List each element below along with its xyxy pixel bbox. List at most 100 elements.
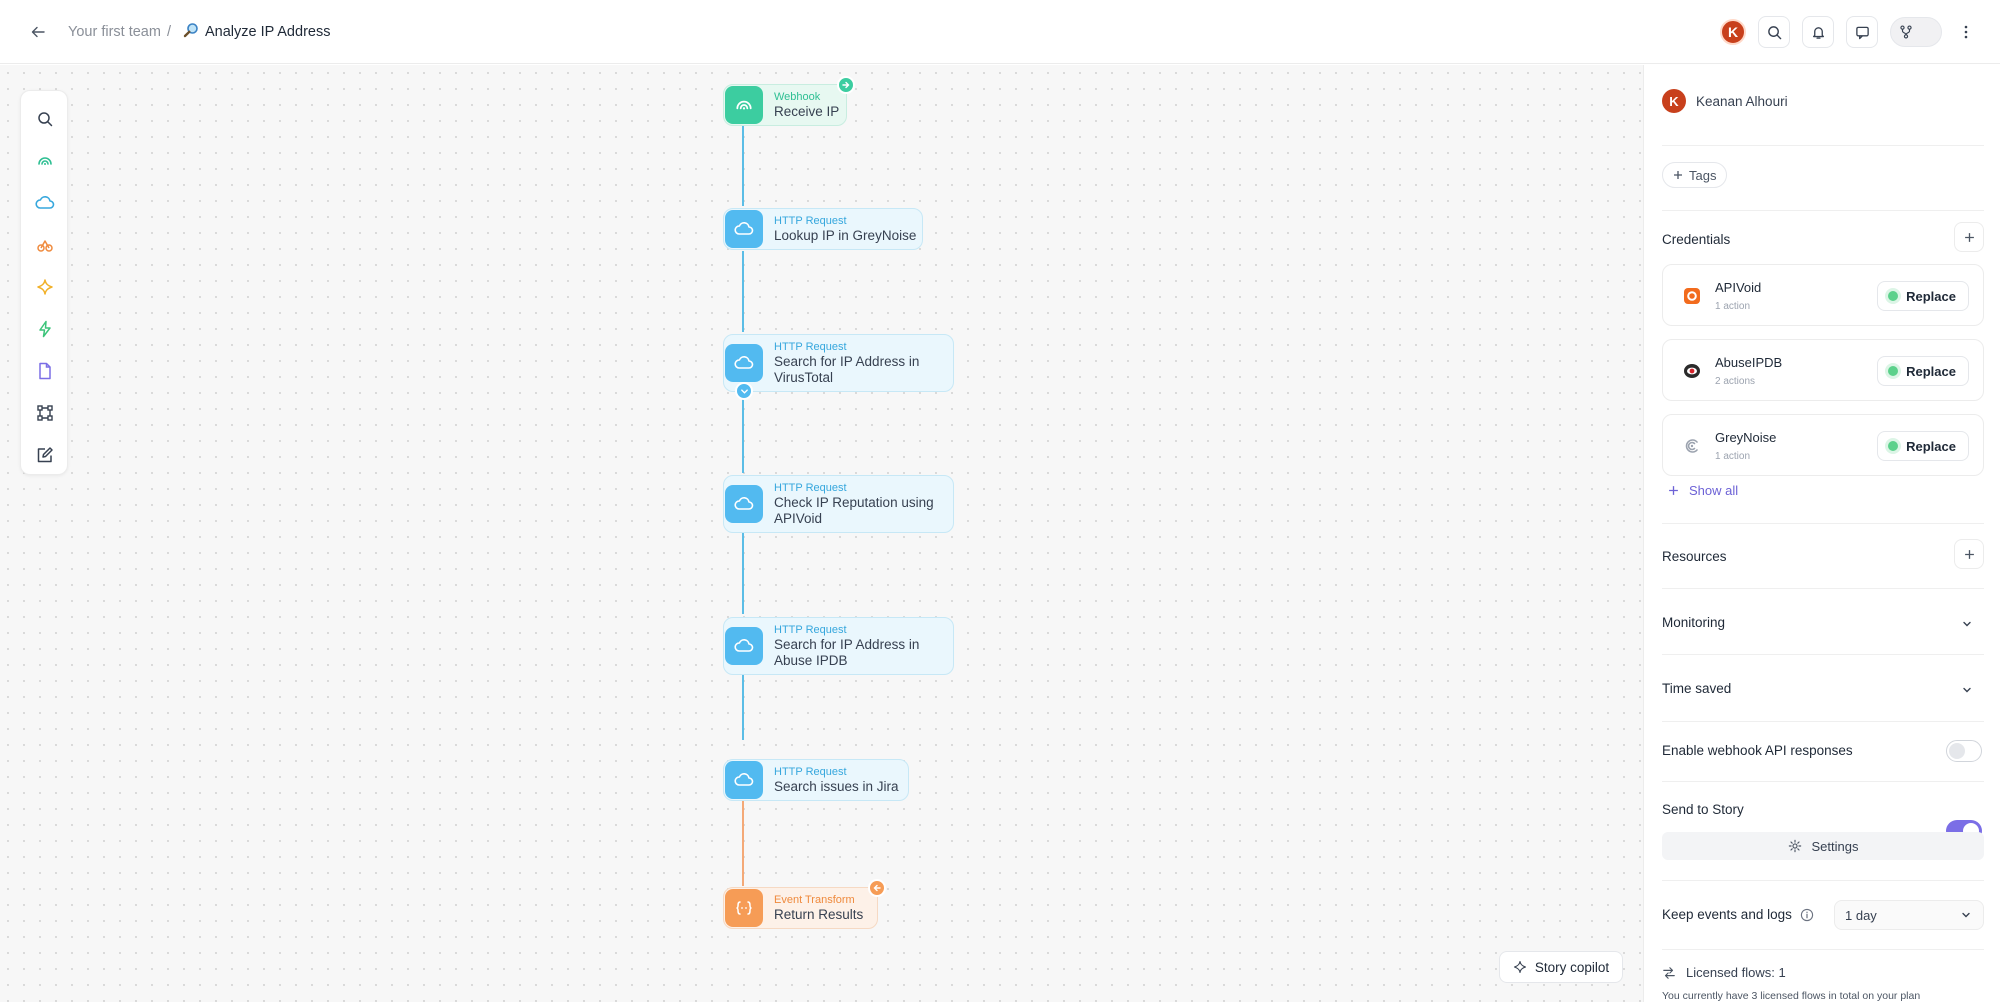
settings-button[interactable]: Settings [1662, 832, 1984, 860]
plus-icon [1669, 486, 1678, 495]
node-return-results[interactable]: Event Transform Return Results [723, 879, 886, 929]
node-check-apivoid[interactable]: HTTP Request Check IP Reputation using A… [723, 475, 954, 533]
add-credential-button[interactable] [1954, 222, 1984, 252]
node-label: Return Results [774, 907, 864, 922]
node-label-line-1: Check IP Reputation using [774, 495, 934, 510]
webhook-icon [725, 86, 763, 124]
webhook-api-label: Enable webhook API responses [1662, 743, 1853, 758]
branch-icon [1900, 25, 1912, 39]
credential-name: AbuseIPDB [1715, 355, 1783, 370]
divider [1662, 949, 1984, 950]
licensed-flows-row: Licensed flows: 1 [1662, 965, 1786, 980]
node-label: Receive IP [774, 104, 840, 119]
send-to-story-label: Send to Story [1662, 802, 1744, 817]
tags-label: Tags [1689, 167, 1717, 183]
page-icon[interactable] [33, 359, 57, 383]
node-webhook-receive-ip[interactable]: Webhook Receive IP [723, 76, 855, 126]
search-icon [1767, 25, 1781, 39]
send-email-icon[interactable] [33, 233, 57, 257]
webhook-icon[interactable] [33, 149, 57, 173]
comments-button[interactable] [1846, 16, 1878, 48]
back-arrow-icon[interactable] [26, 20, 50, 44]
keep-events-label: Keep events and logs [1662, 907, 1792, 922]
owner-name: Keanan Alhouri [1696, 93, 1788, 109]
note-icon[interactable] [33, 443, 57, 467]
connector-line [742, 785, 744, 886]
node-label-line-1: Search for IP Address in [774, 354, 920, 369]
replace-button[interactable]: Replace [1877, 281, 1969, 311]
node-label-line-2: APIVoid [774, 511, 823, 526]
status-dot [1888, 441, 1899, 451]
divider [1662, 523, 1984, 524]
chevron-down-icon[interactable] [735, 382, 753, 400]
search-button[interactable] [1758, 16, 1790, 48]
licensed-flows-label: Licensed flows: 1 [1686, 965, 1786, 980]
group-icon[interactable] [33, 401, 57, 425]
keep-events-value: 1 day [1845, 907, 1877, 923]
keep-events-select[interactable]: 1 day [1834, 900, 1984, 930]
exit-badge-icon [868, 879, 886, 897]
ai-agent-icon[interactable] [33, 275, 57, 299]
node-label: Search issues in Jira [774, 779, 899, 794]
chevron-down-icon [1962, 912, 1970, 918]
owner-row: K Keanan Alhouri [1662, 89, 1788, 113]
node-search-virustotal[interactable]: HTTP Request Search for IP Address in Vi… [723, 334, 954, 400]
monitoring-title[interactable]: Monitoring [1662, 615, 1726, 630]
entry-badge-icon [837, 76, 855, 94]
plus-icon [1964, 232, 1974, 242]
trigger-icon[interactable] [33, 317, 57, 341]
node-search-jira[interactable]: HTTP Request Search issues in Jira [723, 759, 909, 801]
credential-card-apivoid: APIVoid 1 action Replace [1662, 264, 1984, 326]
divider [1662, 781, 1984, 782]
credential-card-abuseipdb: AbuseIPDB 2 actions Replace [1662, 339, 1984, 401]
breadcrumb-separator: / [166, 24, 171, 40]
story-copilot-label: Story copilot [1534, 959, 1610, 975]
search-icon[interactable] [33, 107, 57, 131]
time-saved-title[interactable]: Time saved [1662, 681, 1732, 696]
node-type: HTTP Request [774, 624, 847, 636]
sparkle-icon [1513, 960, 1526, 974]
breadcrumb-team[interactable]: Your first team [68, 24, 161, 40]
page-title[interactable]: Analyze IP Address [204, 24, 331, 40]
info-icon[interactable] [1800, 908, 1814, 922]
replace-button[interactable]: Replace [1877, 431, 1969, 461]
add-tags-button[interactable]: Tags [1662, 162, 1728, 188]
connector-line [742, 659, 744, 740]
show-all-credentials-link[interactable]: Show all [1668, 483, 1738, 498]
credential-name: GreyNoise [1715, 430, 1777, 445]
node-lookup-greynoise[interactable]: HTTP Request Lookup IP in GreyNoise [723, 208, 923, 250]
http-request-icon [725, 485, 763, 523]
status-dot [1888, 366, 1899, 376]
show-all-label: Show all [1689, 483, 1739, 498]
story-settings-panel: K Keanan Alhouri Tags Credentials APIVoi… [1643, 65, 2000, 1002]
replace-label: Replace [1906, 438, 1956, 454]
user-avatar[interactable]: K [1720, 19, 1746, 45]
node-label-line-1: Search for IP Address in [774, 637, 920, 652]
message-icon [1855, 26, 1869, 39]
node-type: Event Transform [774, 894, 855, 906]
replace-button[interactable]: Replace [1877, 356, 1969, 386]
version-toggle[interactable] [1890, 17, 1942, 47]
connector-line [742, 377, 744, 473]
add-resource-button[interactable] [1954, 539, 1984, 569]
http-request-icon[interactable] [33, 191, 57, 215]
credential-card-greynoise: GreyNoise 1 action Replace [1662, 414, 1984, 476]
story-canvas[interactable]: Webhook Receive IP HTTP Request Lookup I… [0, 65, 1643, 1002]
replace-label: Replace [1906, 363, 1956, 379]
chevron-down-icon[interactable] [1960, 683, 1974, 702]
plus-icon [1674, 171, 1682, 179]
divider [1662, 880, 1984, 881]
magnifier-emoji-icon [183, 22, 199, 42]
node-type: HTTP Request [774, 215, 847, 227]
http-request-icon [725, 627, 763, 665]
chevron-down-icon[interactable] [1960, 617, 1974, 636]
apivoid-logo-icon [1681, 285, 1703, 307]
notifications-button[interactable] [1802, 16, 1834, 48]
node-search-abuseipdb[interactable]: HTTP Request Search for IP Address in Ab… [723, 617, 954, 675]
webhook-api-toggle[interactable] [1946, 740, 1982, 762]
credential-name: APIVoid [1715, 280, 1762, 295]
greynoise-logo-icon [1681, 435, 1703, 457]
node-type: HTTP Request [774, 766, 847, 778]
story-copilot-button[interactable]: Story copilot [1499, 951, 1623, 983]
more-menu-icon[interactable] [1954, 16, 1978, 48]
